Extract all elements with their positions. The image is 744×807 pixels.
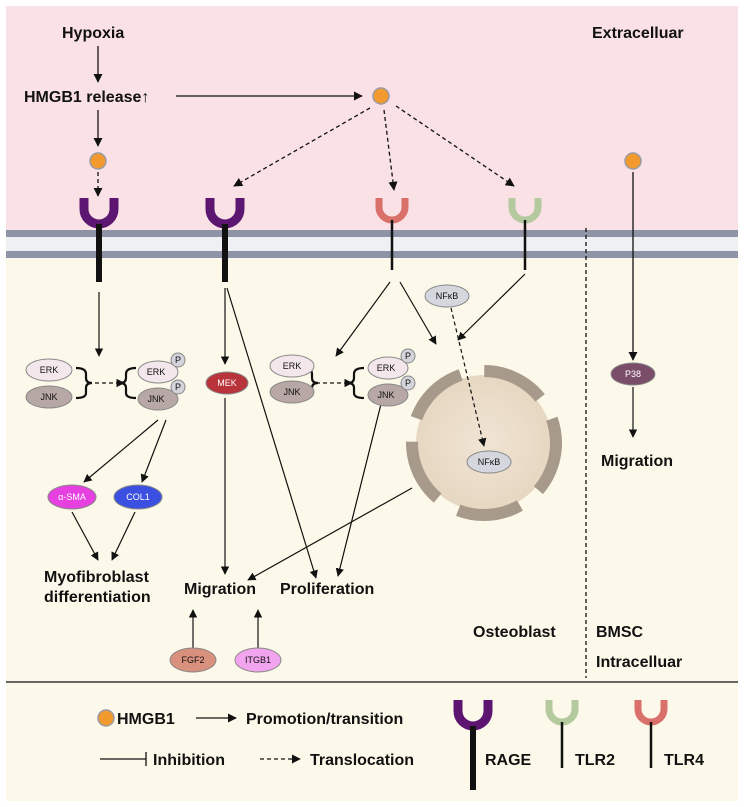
mek-oval: MEK (205, 371, 249, 395)
phospho-jnk-oval: JNK P (137, 379, 186, 411)
legend-tlr4-label: TLR4 (664, 752, 704, 769)
jnk-oval: JNK (269, 380, 315, 404)
erk-oval: ERK (25, 358, 73, 382)
svg-text:ERK: ERK (147, 367, 166, 377)
hmgb1-release-label: HMGB1 release↑ (24, 89, 149, 106)
itgb1-oval: ITGB1 (234, 647, 282, 673)
legend-rage-label: RAGE (485, 752, 532, 769)
svg-text:JNK: JNK (377, 390, 394, 400)
differentiation-label: differentiation (44, 589, 151, 606)
svg-text:JNK: JNK (283, 387, 300, 397)
tlr2-receptor (508, 198, 542, 270)
legend-rage-icon (453, 700, 493, 790)
osteoblast-label: Osteoblast (473, 624, 556, 641)
col1-oval: COL1 (113, 484, 163, 510)
svg-text:FGF2: FGF2 (181, 655, 204, 665)
phospho-erk-oval: ERK P (137, 352, 186, 384)
legend-panel (6, 683, 738, 801)
fgf2-oval: FGF2 (169, 647, 217, 673)
p38-oval: P38 (610, 362, 656, 386)
rage-receptor (205, 198, 245, 282)
hmgb1-molecule (372, 87, 390, 105)
svg-text:P: P (175, 355, 181, 365)
bmsc-label: BMSC (596, 624, 644, 641)
nfkb-oval-cytoplasm: NFκB (424, 284, 470, 308)
svg-text:NFκB: NFκB (436, 291, 459, 301)
tlr4-receptor (375, 198, 409, 270)
cell-membrane (6, 230, 738, 258)
svg-text:ERK: ERK (283, 361, 302, 371)
rage-receptor (79, 198, 119, 282)
legend: HMGB1 Promotion/transition Inhibition Tr… (97, 700, 704, 790)
legend-promotion-label: Promotion/transition (246, 711, 403, 728)
legend-translocation-label: Translocation (310, 752, 414, 769)
jnk-oval: JNK (25, 385, 73, 409)
intracellular-region (6, 258, 738, 681)
erk-oval: ERK (269, 354, 315, 378)
myofibroblast-label: Myofibroblast (44, 569, 150, 586)
legend-inhibition-icon (100, 752, 147, 766)
intracellular-arrows (71, 273, 638, 650)
alpha-sma-oval: α-SMA (47, 484, 97, 510)
svg-text:ERK: ERK (377, 363, 396, 373)
legend-inhibition-label: Inhibition (153, 752, 225, 769)
legend-tlr4-icon (634, 700, 668, 768)
hypoxia-label: Hypoxia (62, 25, 124, 42)
svg-text:JNK: JNK (40, 392, 57, 402)
intracelluar-label: Intracelluar (596, 654, 682, 671)
svg-text:JNK: JNK (147, 394, 164, 404)
svg-text:COL1: COL1 (126, 492, 150, 502)
legend-tlr2-label: TLR2 (575, 752, 615, 769)
svg-text:P: P (405, 378, 411, 388)
svg-text:NFκB: NFκB (478, 457, 501, 467)
svg-text:P: P (175, 382, 181, 392)
svg-text:P: P (405, 351, 411, 361)
svg-text:ERK: ERK (40, 365, 59, 375)
legend-hmgb1-label: HMGB1 (117, 711, 175, 728)
migration-label: Migration (184, 581, 256, 598)
hmgb1-molecule (624, 152, 642, 170)
proliferation-label: Proliferation (280, 581, 374, 598)
extracellular-arrows (93, 46, 638, 361)
extracellular-region (6, 6, 738, 230)
nfkb-oval-nucleus: NFκB (466, 450, 512, 474)
legend-tlr2-icon (545, 700, 579, 768)
phospho-jnk-oval: JNK P (367, 375, 416, 407)
svg-text:ITGB1: ITGB1 (245, 655, 271, 665)
svg-text:α-SMA: α-SMA (58, 492, 86, 502)
legend-hmgb1-icon (97, 709, 115, 727)
svg-text:P38: P38 (625, 369, 641, 379)
extracelluar-label: Extracelluar (592, 25, 684, 42)
svg-text:MEK: MEK (217, 378, 237, 388)
phospho-erk-oval: ERK P (367, 348, 416, 380)
migration-bmsc-label: Migration (601, 453, 673, 470)
hmgb1-molecule (89, 152, 107, 170)
